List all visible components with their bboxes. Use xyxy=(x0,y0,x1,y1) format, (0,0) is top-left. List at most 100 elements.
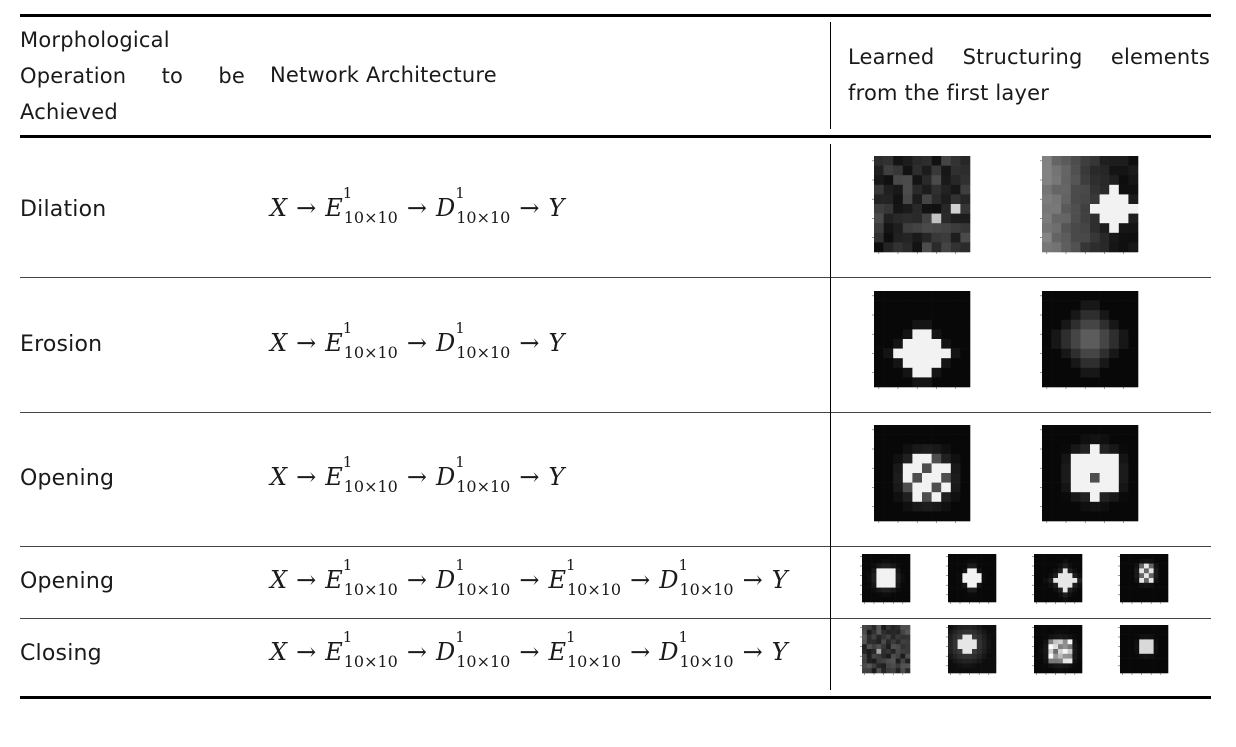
heatmap-cell xyxy=(941,425,952,435)
heatmap-cell xyxy=(962,554,968,560)
heatmap-cell xyxy=(976,625,982,631)
heatmap-cell xyxy=(893,291,904,301)
heatmap-cell xyxy=(1128,501,1139,512)
heatmap-cell xyxy=(1099,473,1110,483)
heatmap-cell xyxy=(1077,563,1083,569)
heatmap-cell xyxy=(874,367,884,378)
heatmap-cell xyxy=(922,184,932,195)
heatmap-cell xyxy=(1109,204,1120,214)
heatmap-cell xyxy=(1128,444,1139,455)
heatmap-cell xyxy=(1062,625,1068,631)
heatmap-cell xyxy=(1042,184,1052,195)
heatmap-cell xyxy=(883,425,894,435)
heatmap-cell xyxy=(902,242,913,253)
heatmap-cell xyxy=(862,668,868,674)
heatmap-cell xyxy=(1048,582,1054,588)
heatmap-cell xyxy=(1048,587,1054,593)
heatmap-cell xyxy=(1048,568,1054,574)
heatmap-cell xyxy=(941,184,952,195)
heatmap-cell xyxy=(941,232,952,243)
formula-subscript: 10×10 xyxy=(456,343,511,362)
heatmap-cell xyxy=(952,582,958,588)
heatmap-cell xyxy=(1061,232,1072,243)
heatmap-cell xyxy=(1118,194,1129,205)
heatmap-cell xyxy=(905,582,911,588)
heatmap-cell xyxy=(948,563,954,569)
heatmap-cell xyxy=(1053,649,1059,655)
heatmap-cell xyxy=(986,587,992,593)
heatmap-cell xyxy=(981,582,987,588)
heatmap-cell xyxy=(1139,582,1145,588)
heatmap-cell xyxy=(1163,578,1169,584)
heatmap-cell xyxy=(1072,644,1078,650)
heatmap-cell xyxy=(1061,291,1072,301)
heatmap-cell xyxy=(895,582,901,588)
heatmap-cell xyxy=(1139,658,1145,664)
heatmap-cell xyxy=(976,653,982,659)
heatmap-cell xyxy=(941,434,952,445)
heatmap-cell xyxy=(1148,558,1154,564)
heatmap-cell xyxy=(1062,568,1068,574)
heatmap-cell xyxy=(1043,649,1049,655)
heatmap-cell xyxy=(886,634,892,640)
heatmap-cell xyxy=(1061,367,1072,378)
heatmap-cell xyxy=(948,629,954,635)
heatmap-cell xyxy=(931,377,942,388)
heatmap-cell xyxy=(1134,573,1140,579)
heatmap-cell xyxy=(986,658,992,664)
heatmap-cell xyxy=(976,558,982,564)
heatmap-cell xyxy=(876,629,882,635)
heatmap-cell xyxy=(902,425,913,435)
heatmap-cell xyxy=(972,587,978,593)
heatmap-cell xyxy=(1109,511,1120,522)
heatmap-cell xyxy=(1034,668,1040,674)
heatmap-cell xyxy=(931,482,942,493)
heatmap-cell xyxy=(883,473,894,483)
heatmap-cell xyxy=(967,625,973,631)
heatmap-cell xyxy=(1144,568,1150,574)
heatmap-cell xyxy=(1042,482,1052,493)
heatmap-cell xyxy=(1124,573,1130,579)
heatmap-cell xyxy=(957,663,963,669)
heatmap-cell xyxy=(1067,558,1073,564)
heatmap-cell xyxy=(1109,184,1120,195)
heatmap-cell xyxy=(900,582,906,588)
heatmap-cell xyxy=(941,204,952,214)
heatmap-cell xyxy=(931,204,942,214)
heatmap-cell xyxy=(1043,663,1049,669)
heatmap-cell xyxy=(1042,377,1052,388)
heatmap-cell xyxy=(1128,425,1139,435)
heatmap-cell xyxy=(893,310,904,321)
heatmap-cell xyxy=(1051,358,1062,369)
heatmap-cell xyxy=(948,558,954,564)
heatmap-cell xyxy=(1053,653,1059,659)
heatmap-cell xyxy=(1120,597,1126,603)
heatmap-cell xyxy=(960,319,971,330)
heatmap-cell xyxy=(931,501,942,512)
header-operation-word: Operation xyxy=(20,64,127,88)
heatmap-cell xyxy=(1053,592,1059,598)
heatmap-cell xyxy=(1048,639,1054,645)
heatmap-cell xyxy=(1118,482,1129,493)
heatmap-cell xyxy=(905,592,911,598)
heatmap-cell xyxy=(1148,582,1154,588)
heatmap-cell xyxy=(1043,568,1049,574)
heatmap-cell xyxy=(922,242,932,253)
heatmap-cell xyxy=(874,329,884,340)
heatmap-cell xyxy=(902,232,913,243)
heatmap-cell xyxy=(1129,653,1135,659)
formula-arrow: → xyxy=(406,329,427,357)
heatmap-cell xyxy=(952,597,958,603)
heatmap-cell xyxy=(1048,668,1054,674)
heatmap-cell xyxy=(1042,463,1052,474)
heatmap-cell xyxy=(1051,223,1062,234)
heatmap-cell xyxy=(1042,358,1052,369)
heatmap-cell xyxy=(902,367,913,378)
heatmap-cell xyxy=(1043,597,1049,603)
heatmap-cell xyxy=(950,291,961,301)
heatmap-cell xyxy=(866,568,872,574)
heatmap-cell xyxy=(890,658,896,664)
heatmap-cell xyxy=(1043,629,1049,635)
heatmap-cell xyxy=(1153,639,1159,645)
